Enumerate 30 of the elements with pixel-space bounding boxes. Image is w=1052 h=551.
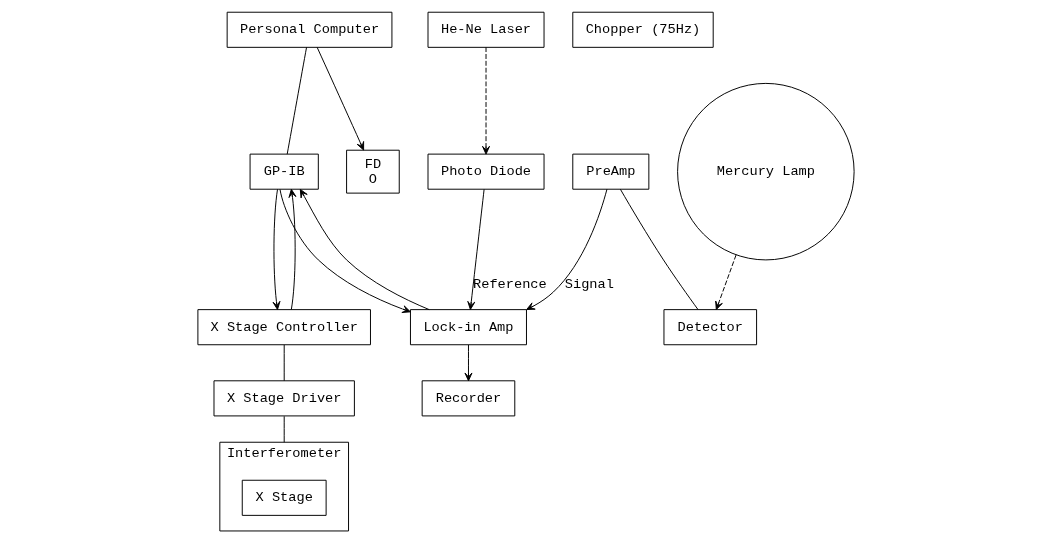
node-box: Personal Computer	[226, 11, 393, 48]
arrow	[526, 188, 608, 311]
node-box: Recorder	[421, 380, 516, 417]
arrow	[482, 46, 490, 155]
connector	[283, 344, 285, 382]
arrow	[715, 254, 737, 310]
connector	[286, 46, 308, 155]
connector	[283, 415, 285, 443]
node-box: He-Ne Laser	[427, 11, 545, 48]
node-box: X Stage Controller	[197, 309, 371, 346]
connector	[619, 188, 699, 311]
node-box: Photo Diode	[427, 153, 545, 190]
node-box: FD O	[346, 149, 400, 194]
node-box: GP-IB	[249, 153, 319, 190]
edge-label: Signal	[564, 277, 614, 293]
node-box: Lock-in Amp	[409, 309, 527, 346]
arrow	[288, 188, 297, 310]
arrow	[279, 188, 411, 313]
node-box: Chopper (75Hz)	[572, 11, 714, 48]
edge-label: Reference	[473, 277, 547, 293]
arrow	[316, 46, 365, 151]
node-box: Detector	[663, 309, 758, 346]
arrow	[464, 344, 473, 382]
arrow	[272, 188, 281, 310]
arrow	[467, 188, 485, 310]
node-box: PreAmp	[572, 153, 650, 190]
node-box: X Stage	[241, 479, 327, 516]
node-box: X Stage Driver	[213, 380, 355, 417]
arrow	[299, 188, 430, 311]
node-circle: Mercury Lamp	[677, 82, 855, 261]
